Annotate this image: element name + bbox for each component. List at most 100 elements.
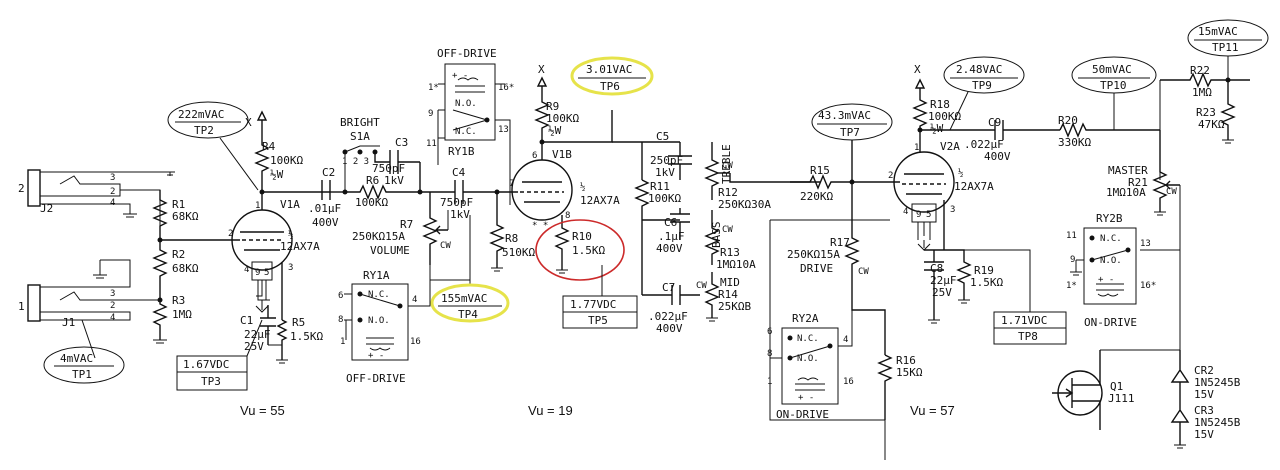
r13-value: 1MΩ10A <box>716 258 756 271</box>
c2-voltage: 400V <box>312 216 339 229</box>
c9-value: .022µF <box>964 138 1004 151</box>
c1-ref: C1 <box>240 314 253 327</box>
r22-ref: R22 <box>1190 64 1210 77</box>
tube-v1a: V1A ½ 12AX7A 1 2 3 4 9 5 <box>228 198 320 313</box>
zener-cr3: CR3 1N5245B 15V <box>1170 400 1241 449</box>
q1-ref: Q1 <box>1110 380 1123 393</box>
c4-value: 750pF <box>440 196 473 209</box>
c2-value: .01µF <box>308 202 341 215</box>
resistor-r3: R3 1MΩ <box>152 294 192 344</box>
ry1b-ref: RY1B <box>448 145 475 158</box>
c3-value: 750pF <box>372 162 405 175</box>
c4-voltage: 1kV <box>450 208 470 221</box>
cr3-value: 1N5245B <box>1194 416 1241 429</box>
ry2b-pin16s: 16* <box>1140 281 1156 291</box>
r9-x: X <box>538 63 545 76</box>
r11-value: 100KΩ <box>648 192 681 205</box>
stage3-gain: Vu = 57 <box>910 403 955 418</box>
tp1-name: TP1 <box>72 368 92 381</box>
ry2a-pin1: 1 <box>767 377 772 387</box>
v1b-pin8: 8 <box>565 211 570 221</box>
tp11-value: 15mVAC <box>1198 25 1238 38</box>
r2-ref: R2 <box>172 248 185 261</box>
ry1b-pin9: 9 <box>428 109 433 119</box>
r17-ref: R17 <box>830 236 850 249</box>
ry2b-no: N.O. <box>1100 256 1122 266</box>
tp3-name: TP3 <box>201 375 221 388</box>
resistor-r15: R15 220KΩ <box>790 164 900 203</box>
c5-voltage: 1kV <box>655 166 675 179</box>
relay-ry1b: OFF-DRIVE + - N.O. N.C. 1* 16* 9 11 13 R… <box>426 47 514 205</box>
ry2a-no: N.O. <box>797 354 819 364</box>
r14-cw: CW <box>696 281 707 291</box>
tp10-name: TP10 <box>1100 79 1127 92</box>
resistor-r19: R19 1.5KΩ <box>944 249 1003 304</box>
resistor-r18: X R18 100KΩ ½W <box>912 63 961 152</box>
cr2-ref: CR2 <box>1194 364 1214 377</box>
v1a-pin4: 4 <box>244 265 249 275</box>
r18-ref: R18 <box>930 98 950 111</box>
transistor-q1: Q1 J111 <box>1052 350 1135 430</box>
v1a-pin2: 2 <box>228 229 233 239</box>
v2a-pin1: 1 <box>914 143 919 153</box>
test-point-tp1: 4mVAC TP1 <box>43 319 125 384</box>
relay-ry2b: RY2B N.C. N.O. + - 11 9 1* 13 16* ON-DRI… <box>1066 212 1156 329</box>
zener-cr2: CR2 1N5245B 15V <box>1170 350 1241 401</box>
ry2a-pin6: 6 <box>767 327 772 337</box>
test-point-tp3: 1.67VDC TP3 <box>176 319 263 391</box>
input-jack-j2: 2 3 2 4 J2 <box>18 169 175 240</box>
capacitor-c5: C5 250pF 1kV <box>650 130 692 180</box>
r17-value: 250KΩ15A <box>787 248 840 261</box>
input-jack-j1: 1 3 2 4 J1 <box>18 259 160 329</box>
r6-ref: R6 <box>366 174 379 187</box>
r7-name: VOLUME <box>370 244 410 257</box>
r8-value: 510KΩ <box>502 246 535 259</box>
bright-switch-s1a: BRIGHT S1A 1 2 3 <box>340 116 380 192</box>
potentiometer-r13-bass: BASS CW R13 1MΩ10A <box>704 210 756 271</box>
ry2b-polarity: + - <box>1098 275 1114 285</box>
v1a-pin5: 5 <box>264 268 269 278</box>
c8-ref: C8 <box>930 262 943 275</box>
c3-ref: C3 <box>395 136 408 149</box>
test-point-tp7: 43.3mVAC TP7 <box>811 103 893 141</box>
v1a-pin1: 1 <box>255 201 260 211</box>
r19-ref: R19 <box>974 264 994 277</box>
c1-value: 22µF <box>244 328 271 341</box>
r2-value: 68KΩ <box>172 262 199 275</box>
resistor-r9: X R9 100KΩ ½W <box>534 63 579 160</box>
tp7-name: TP7 <box>840 126 860 139</box>
r14-value: 25KΩB <box>718 300 751 313</box>
c7-voltage: 400V <box>656 322 683 335</box>
r21-ref: R21 <box>1128 176 1148 189</box>
ry2b-nc: N.C. <box>1100 234 1122 244</box>
r10-value: 1.5KΩ <box>572 244 605 257</box>
resistor-r20: R20 330KΩ <box>1058 114 1160 149</box>
v1a-ref: V1A <box>280 198 300 211</box>
r1-value: 68KΩ <box>172 210 199 223</box>
r1-ref: R1 <box>172 198 185 211</box>
r19-value: 1.5KΩ <box>970 276 1003 289</box>
c3-voltage: 1kV <box>384 174 404 187</box>
v1a-pin3: 3 <box>288 263 293 273</box>
j2-pin4: 4 <box>110 198 115 208</box>
relay-ry1a: RY1A N.C. N.O. + - 6 8 1 4 16 OFF-DRIVE <box>338 265 431 385</box>
test-point-tp4: 155mVAC TP4 <box>430 215 510 323</box>
c6-ref: C6 <box>664 216 677 229</box>
r13-ref: R13 <box>720 246 740 259</box>
r21-value: 1MΩ10A <box>1106 186 1146 199</box>
relay-ry2a: RY2A N.C. N.O. + - 6 8 1 4 16 ON-DRIVE <box>767 310 854 421</box>
v2a-pin3: 3 <box>950 205 955 215</box>
j1-pin3: 3 <box>110 289 115 299</box>
v2a-pin9: 9 <box>916 210 921 220</box>
r7-ref: R7 <box>400 218 413 231</box>
c8-voltage: 25V <box>932 286 952 299</box>
jack-1-number: 1 <box>18 300 25 313</box>
r21-name: MASTER <box>1108 164 1148 177</box>
tp1-value: 4mVAC <box>60 352 93 365</box>
r4-x: X <box>245 116 252 129</box>
r14-ref: R14 <box>718 288 738 301</box>
r9-power: ½W <box>548 124 562 137</box>
ry2a-nc: N.C. <box>797 334 819 344</box>
tp5-value: 1.77VDC <box>570 298 616 311</box>
